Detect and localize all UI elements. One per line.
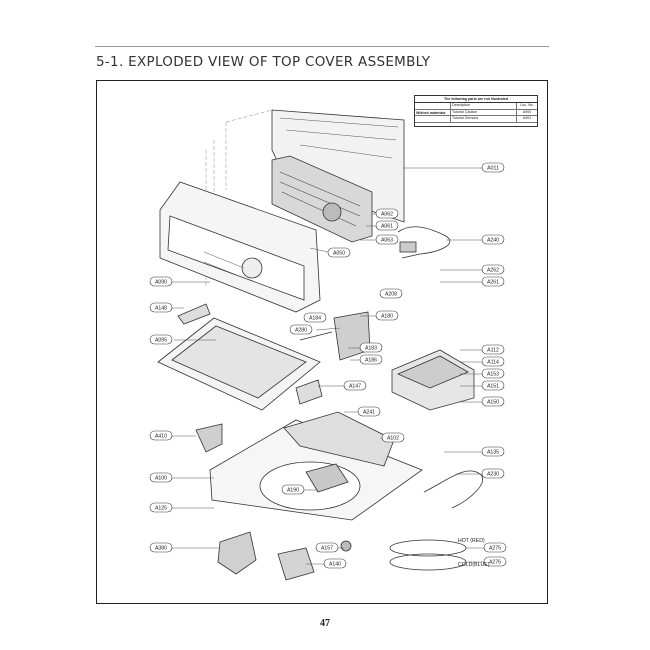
part-label: A230 <box>487 471 499 477</box>
part-label: A190 <box>287 487 299 493</box>
part-label: A050 <box>333 250 345 256</box>
legend-col-description: Description <box>450 103 516 109</box>
legend-col-loc: Loc. No. <box>516 103 537 109</box>
hinge-bracket <box>177 303 211 325</box>
legend-row: Tutorial Caution A900 <box>415 109 537 116</box>
part-label: A102 <box>387 435 399 441</box>
part-label: A241 <box>363 409 375 415</box>
diagram-frame <box>96 80 548 604</box>
part-label: A061 <box>381 223 393 229</box>
lid-hinge <box>195 423 223 453</box>
legend-row-loc: A900 <box>516 109 537 115</box>
top-rule <box>95 46 549 47</box>
part-label: A157 <box>321 545 333 551</box>
legend-row: Tutorial Demons A901 <box>415 116 537 123</box>
legend-row-description: Tutorial Demons <box>450 116 516 122</box>
display-pcb-module <box>271 155 373 243</box>
part-label: A184 <box>309 315 321 321</box>
part-label: A147 <box>349 383 361 389</box>
part-label: A011 <box>487 165 499 171</box>
part-label: A276 <box>489 559 501 565</box>
hose-tag-hot: HOT (RED) <box>458 538 485 544</box>
legend-side-label: Wished materials <box>416 111 446 115</box>
wire-harness <box>397 226 451 259</box>
part-label: A125 <box>155 505 167 511</box>
part-label-group: A011 A062 A061 A063 A050 A240 A262 A261 … <box>149 162 507 569</box>
legend-column-headers: Description Loc. No. <box>415 103 537 110</box>
part-label: A261 <box>487 279 499 285</box>
door-lock <box>295 379 323 405</box>
part-label: A180 <box>381 313 393 319</box>
legend-header: The following parts are not illustrated <box>415 96 537 103</box>
hose-tag-cold: COLD(BLUE) <box>458 562 490 568</box>
part-label: A090 <box>155 279 167 285</box>
part-label: A280 <box>295 327 307 333</box>
part-label: A183 <box>365 345 377 351</box>
rear-housing <box>283 411 395 467</box>
part-label: A148 <box>155 305 167 311</box>
part-label: A275 <box>489 545 501 551</box>
part-label: A114 <box>487 359 499 365</box>
part-label: A135 <box>487 449 499 455</box>
part-label: A380 <box>155 545 167 551</box>
drain-bracket <box>217 531 257 575</box>
power-cord <box>423 470 483 509</box>
not-illustrated-legend: The following parts are not illustrated … <box>414 95 538 127</box>
pump-box <box>305 463 349 493</box>
part-label: A062 <box>381 211 393 217</box>
page-number: 47 <box>320 618 330 629</box>
part-label: A240 <box>487 237 499 243</box>
inlet-hose-cold <box>389 553 467 571</box>
pump-housing <box>277 547 315 581</box>
legend-row-description: Tutorial Caution <box>450 109 516 115</box>
part-label: A410 <box>155 433 167 439</box>
part-label: A262 <box>487 267 499 273</box>
part-label: A140 <box>329 561 341 567</box>
part-label: A208 <box>385 291 397 297</box>
legend-row-loc: A901 <box>516 116 537 122</box>
part-label: A153 <box>487 371 499 377</box>
part-label: A063 <box>381 237 393 243</box>
water-valve-assembly <box>333 311 371 361</box>
part-label: A151 <box>487 383 499 389</box>
part-label: A150 <box>487 399 499 405</box>
part-label: A095 <box>155 337 167 343</box>
part-label: A186 <box>365 357 377 363</box>
part-label: A112 <box>487 347 499 353</box>
page-title: 5-1. EXPLODED VIEW OF TOP COVER ASSEMBLY <box>96 54 431 70</box>
part-label: A100 <box>155 475 167 481</box>
